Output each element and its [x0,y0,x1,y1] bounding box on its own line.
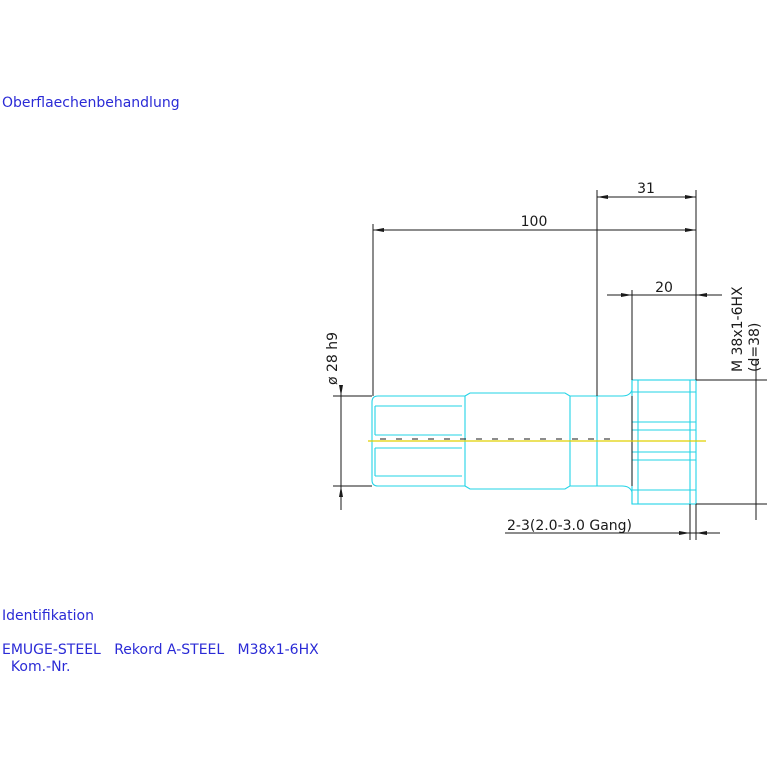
arrow-up-icon [339,385,343,396]
part-outline [371,379,697,505]
dimension-shank-diameter: ø 28 h9 [325,332,372,510]
thread-head [631,379,697,505]
thread-diameter-label: (d=38) [747,323,763,372]
identification-label: Identifikation [2,608,94,624]
dimension-label-20: 20 [655,280,673,296]
commission-number-label: Kom.-Nr. [2,659,70,675]
dimension-thread-diameter: M 38x1-6HX (d=38) [696,286,767,520]
dimension-label-100: 100 [521,214,548,230]
neck-fillet-bottom [597,485,633,504]
dimension-thread-length: 31 [596,181,697,396]
arrow-left-icon [621,293,632,297]
shank-section [371,395,466,487]
arrow-right-icon [679,531,690,535]
neck-fillet-top [597,380,633,397]
dimension-overall-length: 100 [372,214,697,396]
arrow-down-icon [339,486,343,497]
surface-treatment-label: Oberflaechenbehandlung [2,95,180,111]
arrow-left-icon [373,228,384,232]
arrow-right-icon [696,293,707,297]
thread-spec-label: M 38x1-6HX [730,286,746,372]
chamfer-note-label: 2-3(2.0-3.0 Gang) [507,518,632,534]
arrow-left-icon [696,531,707,535]
arrow-right-icon [685,195,696,199]
arrow-right-icon [685,228,696,232]
dimension-label-diameter: ø 28 h9 [325,332,341,385]
product-line-text: EMUGE-STEEL Rekord A-STEEL M38x1-6HX [2,642,319,658]
chamfer-annotation: 2-3(2.0-3.0 Gang) [505,504,720,540]
arrow-left-icon [597,195,608,199]
dimension-label-31: 31 [637,181,655,197]
dimension-head-length: 20 [607,280,722,380]
